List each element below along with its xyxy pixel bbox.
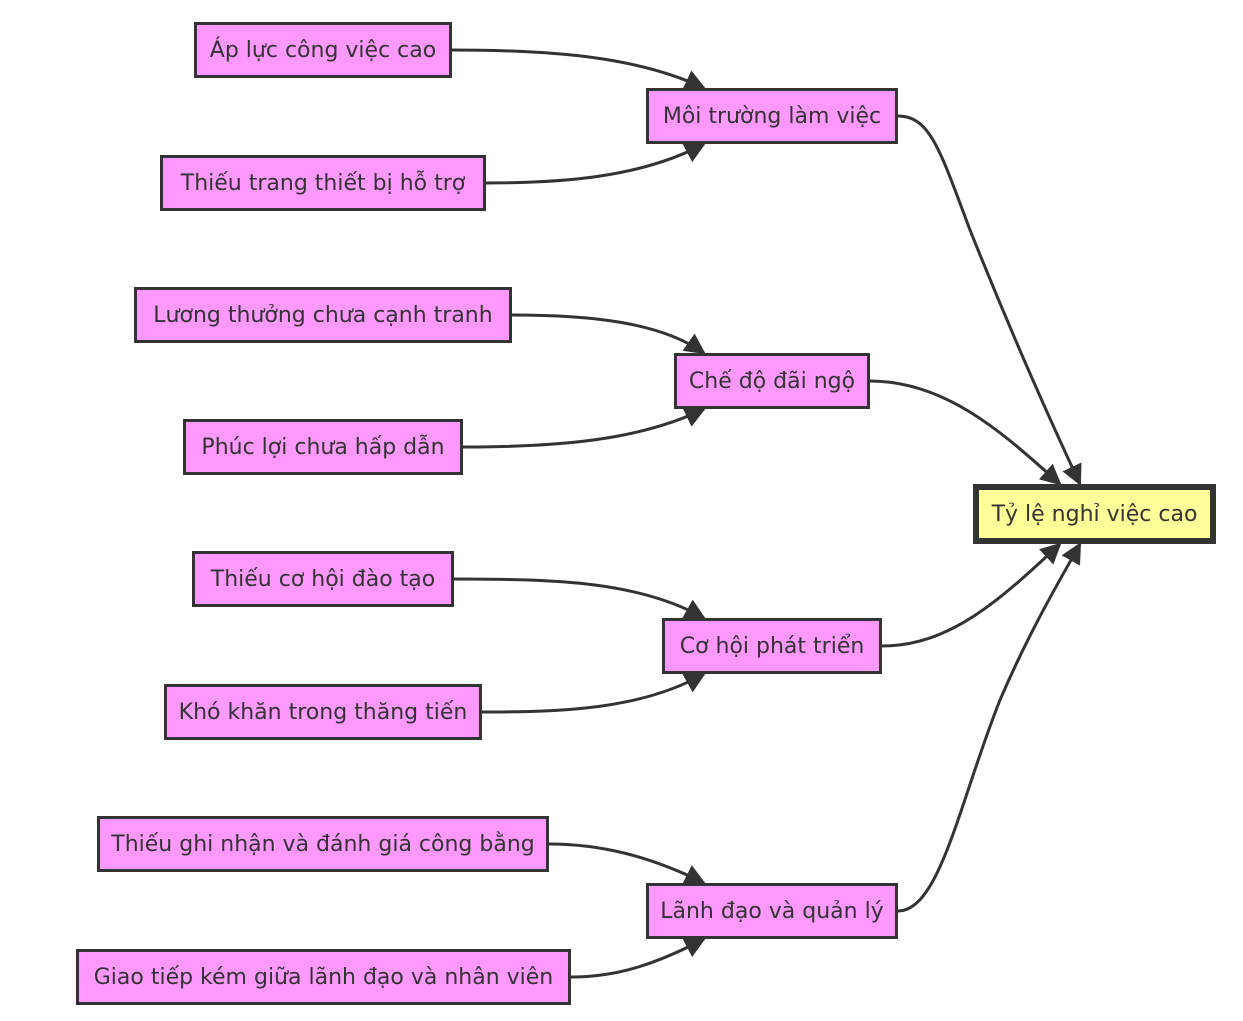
category-node: Cơ hội phát triển — [662, 618, 882, 674]
category-node: Lãnh đạo và quản lý — [646, 883, 898, 939]
cause-node: Thiếu trang thiết bị hỗ trợ — [160, 155, 486, 211]
connector-arrow — [485, 142, 706, 185]
connector-arrow — [548, 842, 706, 885]
cause-node: Thiếu cơ hội đào tạo — [192, 551, 454, 607]
category-node: Môi trường làm việc — [646, 88, 898, 144]
category-node: Chế độ đãi ngộ — [674, 353, 870, 409]
connector-arrow — [481, 672, 706, 714]
connector-arrow — [570, 937, 706, 979]
cause-node: Áp lực công việc cao — [194, 22, 452, 78]
connector-arrow — [897, 114, 1082, 486]
connector-arrow — [453, 577, 706, 620]
cause-node: Lương thưởng chưa cạnh tranh — [134, 287, 512, 343]
cause-node: Thiếu ghi nhận và đánh giá công bằng — [97, 816, 549, 872]
connector-arrow — [869, 379, 1062, 486]
cause-node: Giao tiếp kém giữa lãnh đạo và nhân viên — [76, 949, 571, 1005]
connector-arrow — [462, 407, 706, 449]
connector-arrow — [451, 48, 706, 90]
connector-arrow — [511, 313, 706, 355]
cause-node: Phúc lợi chưa hấp dẫn — [183, 419, 463, 475]
connector-arrow — [897, 542, 1082, 913]
connector-arrow — [881, 542, 1062, 648]
effect-node: Tỷ lệ nghỉ việc cao — [973, 484, 1216, 544]
cause-node: Khó khăn trong thăng tiến — [164, 684, 482, 740]
